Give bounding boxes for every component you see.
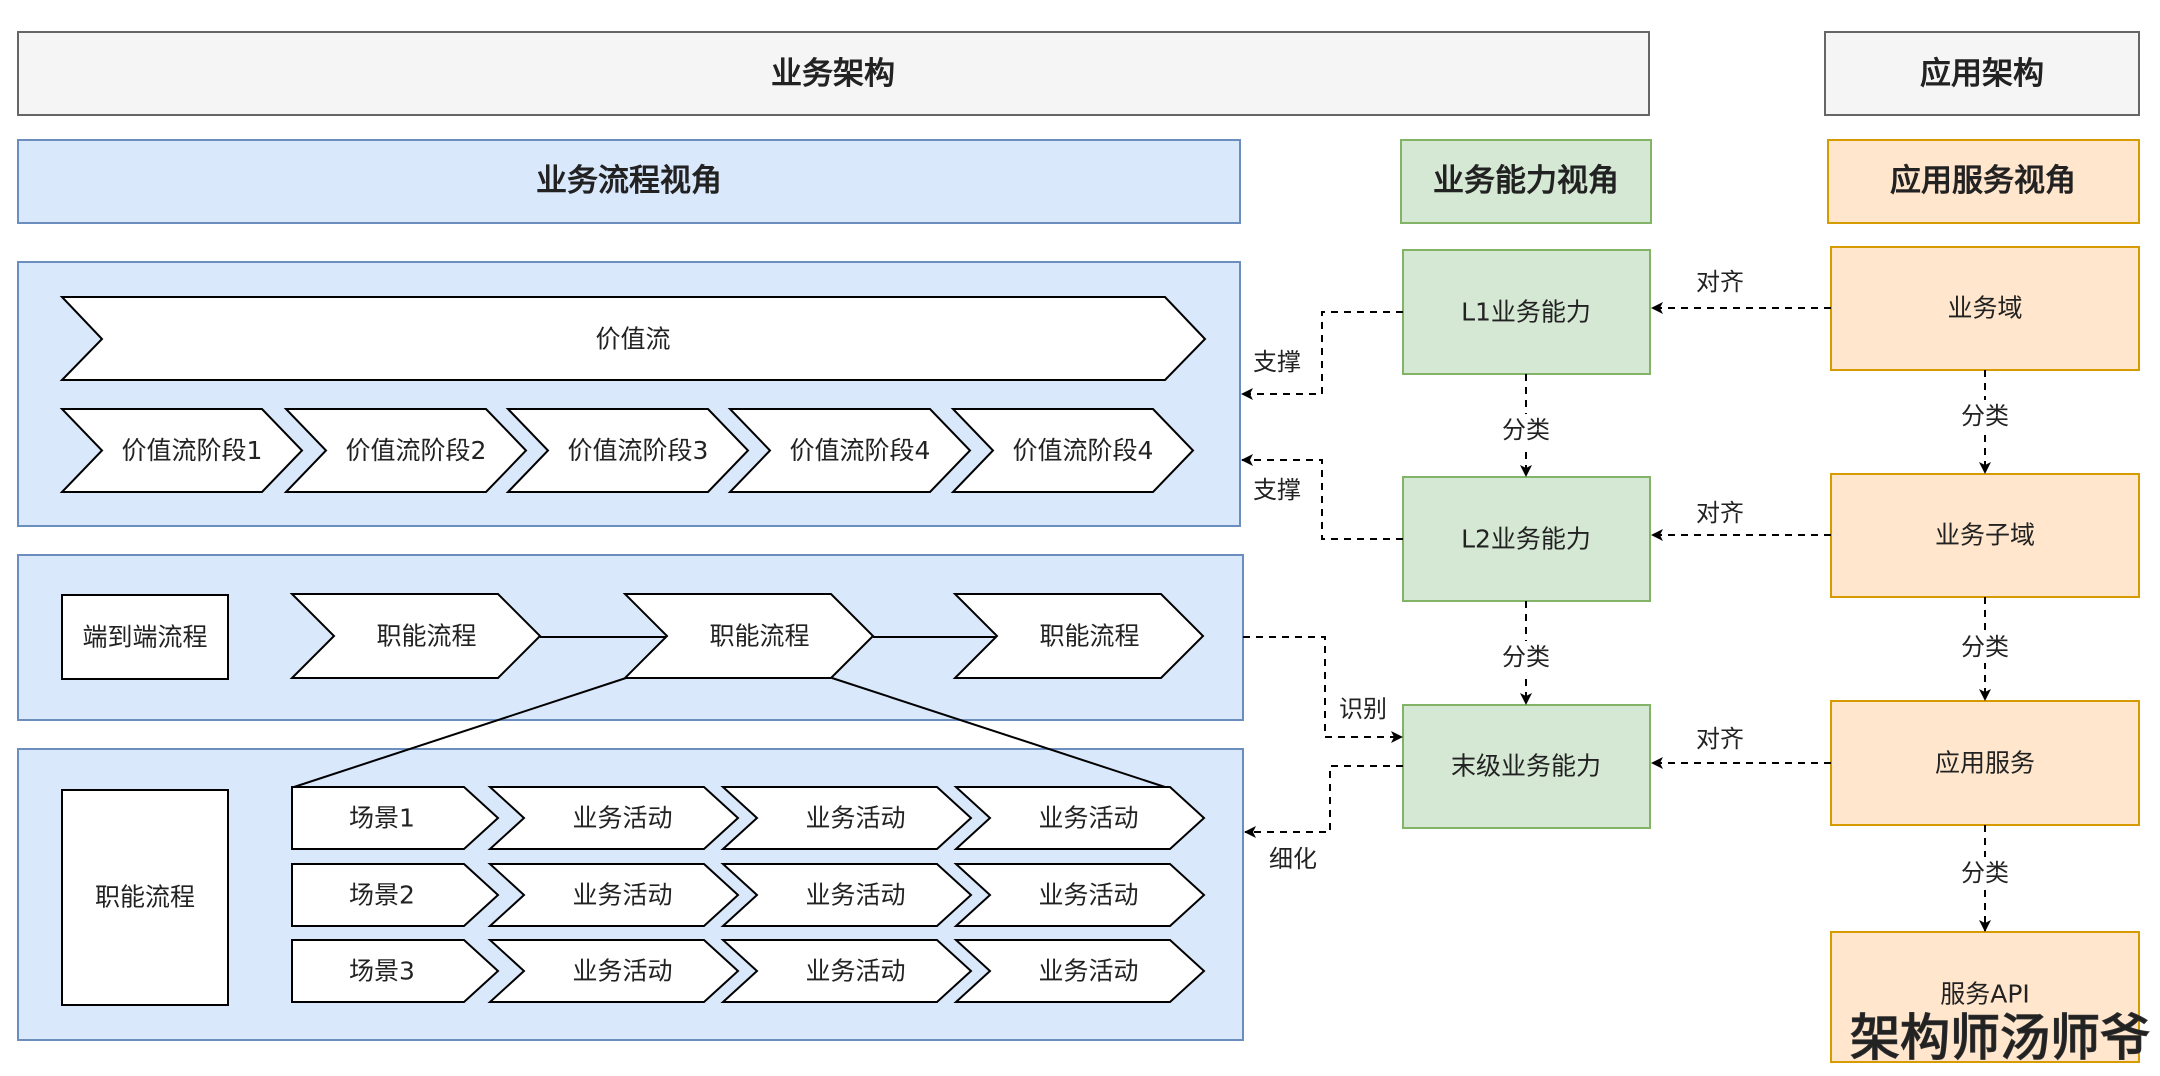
service-view-title: 应用服务视角 — [1890, 163, 2076, 199]
identify-label: 识别 — [1339, 695, 1387, 723]
activity-1-3-label: 业务活动 — [1038, 804, 1138, 833]
activity-3-1-label: 业务活动 — [572, 957, 672, 986]
value-stage-5-label: 价值流阶段4 — [1013, 436, 1154, 465]
activity-3-2-label: 业务活动 — [805, 957, 905, 986]
service-api: 服务API — [1830, 931, 2140, 1063]
value-stage-4-label: 价值流阶段4 — [790, 436, 931, 465]
service-api-label: 服务API — [1940, 980, 2030, 1009]
identify-arrow — [1243, 636, 1403, 743]
align-label-3: 对齐 — [1696, 725, 1744, 753]
value-stage-1-label: 价值流阶段1 — [122, 436, 263, 465]
service-subdomain: 业务子域 — [1830, 473, 2140, 598]
support-label-1: 支撑 — [1253, 348, 1301, 376]
business-architecture-header: 业务架构 — [17, 31, 1650, 116]
function-flow-3: 职能流程 — [952, 593, 1205, 679]
value-stage-3: 价值流阶段3 — [505, 408, 750, 493]
value-stage-4: 价值流阶段4 — [727, 408, 972, 493]
service-application-label: 应用服务 — [1935, 749, 2035, 778]
value-stage-5: 价值流阶段4 — [950, 408, 1195, 493]
capability-view-header: 业务能力视角 — [1400, 139, 1652, 224]
value-stream-stages: 价值流阶段1 价值流阶段2 价值流阶段3 价值流阶段4 价值流阶段4 — [59, 408, 1195, 493]
scenario-1-label: 场景1 — [349, 804, 415, 833]
value-stage-2: 价值流阶段2 — [283, 408, 528, 493]
scenario-1: 场景1 — [291, 786, 500, 850]
value-stream-label: 价值流 — [595, 325, 670, 354]
function-flow-1: 职能流程 — [289, 593, 542, 679]
service-subdomain-label: 业务子域 — [1935, 521, 2035, 550]
capability-view-title: 业务能力视角 — [1433, 163, 1619, 199]
watermark-text: 架构师汤师爷 — [1850, 1009, 2150, 1067]
align-label-1: 对齐 — [1696, 268, 1744, 296]
process-view-title: 业务流程视角 — [536, 163, 722, 199]
classify-label-cap-2: 分类 — [1502, 643, 1550, 671]
function-flow-2: 职能流程 — [622, 593, 875, 679]
capability-l2: L2业务能力 — [1402, 476, 1651, 602]
service-domain: 业务域 — [1830, 246, 2140, 371]
activity-3-3-label: 业务活动 — [1038, 957, 1138, 986]
capability-leaf: 末级业务能力 — [1402, 704, 1651, 829]
support-label-2: 支撑 — [1253, 476, 1301, 504]
service-application: 应用服务 — [1830, 700, 2140, 826]
process-view-header: 业务流程视角 — [17, 139, 1241, 224]
activity-1-2: 业务活动 — [720, 786, 973, 850]
refine-arrow — [1244, 765, 1403, 838]
activity-1-3: 业务活动 — [953, 786, 1206, 850]
value-stage-1: 价值流阶段1 — [59, 408, 304, 493]
value-stage-3-label: 价值流阶段3 — [568, 436, 709, 465]
function-flows: 职能流程 职能流程 职能流程 — [289, 593, 1205, 679]
align-label-2: 对齐 — [1696, 499, 1744, 527]
activity-3-3: 业务活动 — [953, 939, 1206, 1003]
classify-label-svc-1: 分类 — [1961, 402, 2009, 430]
support-arrow-2 — [1241, 454, 1403, 540]
function-flow-3-label: 职能流程 — [1039, 622, 1139, 651]
function-flow-1-label: 职能流程 — [376, 622, 476, 651]
activity-2-1: 业务活动 — [487, 863, 740, 927]
scenario-2: 场景2 — [291, 863, 500, 927]
activity-2-2-label: 业务活动 — [805, 881, 905, 910]
activity-1-1-label: 业务活动 — [572, 804, 672, 833]
scenario-2-label: 场景2 — [349, 881, 415, 910]
application-architecture-title: 应用架构 — [1920, 56, 2044, 92]
refine-label: 细化 — [1269, 845, 1317, 873]
activity-2-3: 业务活动 — [953, 863, 1206, 927]
end-to-end-label: 端到端流程 — [82, 623, 207, 652]
activity-1-1: 业务活动 — [487, 786, 740, 850]
activity-2-1-label: 业务活动 — [572, 881, 672, 910]
classify-label-cap-1: 分类 — [1502, 416, 1550, 444]
value-stream-chevron: 价值流 — [59, 296, 1207, 381]
service-domain-label: 业务域 — [1947, 294, 2022, 323]
activity-1-2-label: 业务活动 — [805, 804, 905, 833]
scenario-3-label: 场景3 — [349, 957, 415, 986]
classify-label-svc-2: 分类 — [1961, 633, 2009, 661]
activity-3-2: 业务活动 — [720, 939, 973, 1003]
expansion-line-left — [293, 677, 627, 788]
application-architecture-header: 应用架构 — [1824, 31, 2140, 116]
end-to-end-box: 端到端流程 — [61, 594, 229, 680]
edge-labels: 支撑 支撑 对齐 对齐 对齐 分类 分类 分类 分类 分类 识别 细化 — [1250, 266, 2012, 889]
classify-label-svc-3: 分类 — [1961, 859, 2009, 887]
business-architecture-title: 业务架构 — [771, 56, 895, 92]
capability-l2-label: L2业务能力 — [1461, 525, 1591, 554]
scenario-3: 场景3 — [291, 939, 500, 1003]
expansion-line-right — [831, 677, 1166, 788]
activity-2-2: 业务活动 — [720, 863, 973, 927]
function-detail-box: 职能流程 — [61, 789, 229, 1006]
capability-leaf-label: 末级业务能力 — [1451, 752, 1601, 781]
capability-l1: L1业务能力 — [1402, 249, 1651, 375]
activity-3-1: 业务活动 — [487, 939, 740, 1003]
activity-2-3-label: 业务活动 — [1038, 881, 1138, 910]
value-stage-2-label: 价值流阶段2 — [346, 436, 487, 465]
function-flow-2-label: 职能流程 — [709, 622, 809, 651]
support-arrow-1 — [1241, 311, 1403, 400]
function-detail-label: 职能流程 — [95, 883, 195, 912]
service-view-header: 应用服务视角 — [1827, 139, 2140, 224]
capability-l1-label: L1业务能力 — [1461, 298, 1591, 327]
